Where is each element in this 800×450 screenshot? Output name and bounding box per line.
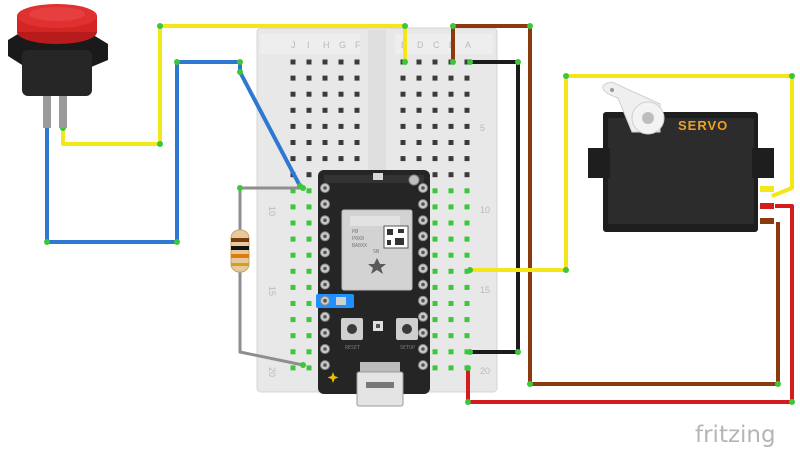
column-letter: C: [433, 40, 440, 50]
push-button: [8, 4, 108, 128]
board-pin-headers: [320, 183, 428, 371]
yellow-wire-servo-signal: [470, 74, 794, 272]
row-number: 15: [267, 286, 277, 296]
fritzing-logo: fritzing: [695, 422, 776, 448]
yellow-wire-button: [61, 24, 407, 146]
row-number: 10: [480, 205, 490, 215]
column-letter: H: [323, 40, 330, 50]
reset-label: RESET: [345, 345, 360, 351]
svg-text:SN: SN: [373, 249, 379, 255]
servo-motor: SERVO: [588, 81, 774, 232]
svg-text:PØ: PØ: [352, 228, 358, 235]
column-letter: I: [307, 40, 310, 50]
brown-wire-ground: [451, 24, 780, 386]
column-letter: G: [339, 40, 346, 50]
servo-label: SERVO: [678, 118, 728, 133]
column-letter: J: [291, 40, 296, 50]
black-wire-top: [470, 60, 520, 354]
microcontroller-board: PØ P0X0 BA0XX SN RESET SETUP: [316, 170, 430, 407]
row-number: 5: [480, 123, 485, 133]
setup-label: SETUP: [400, 345, 415, 351]
column-letter: D: [417, 40, 424, 50]
svg-text:P0X0: P0X0: [352, 236, 364, 242]
svg-text:BA0XX: BA0XX: [352, 243, 367, 249]
column-letter: F: [355, 40, 361, 50]
wires: [44, 23, 795, 405]
row-number: 10: [267, 206, 277, 216]
row-number: 20: [480, 366, 490, 376]
column-letter: A: [465, 40, 471, 50]
row-number: 15: [480, 285, 490, 295]
row-number: 20: [267, 367, 277, 377]
